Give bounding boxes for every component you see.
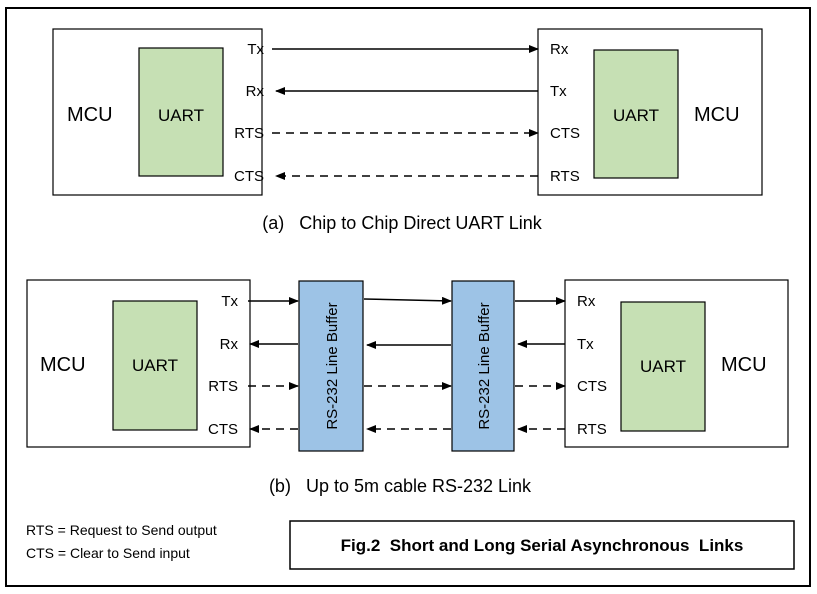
pin-label-right-b-rts: RTS: [577, 421, 607, 438]
pin-label-right-a-cts: CTS: [550, 125, 580, 142]
pin-label-right-b-cts: CTS: [577, 378, 607, 395]
rs232-buffer-right-label: RS-232 Line Buffer: [476, 302, 493, 429]
uart-label-left-a: UART: [158, 106, 204, 125]
pin-label-left-b-rts: RTS: [208, 378, 238, 395]
mcu-label-left-b: MCU: [40, 354, 86, 376]
rs232-buffer-right: [451, 280, 515, 452]
pin-label-right-b-tx: Tx: [577, 336, 594, 353]
caption-b: (b) Up to 5m cable RS-232 Link: [269, 476, 532, 496]
pin-label-right-a-rx: Rx: [550, 41, 569, 58]
diagram-b: MCU UART Tx Rx RTS CTS RS-232 Line Buffe…: [26, 279, 789, 496]
mcu-label-right-b: MCU: [721, 354, 767, 376]
pin-label-right-b-rx: Rx: [577, 293, 596, 310]
mcu-label-left-a: MCU: [67, 104, 113, 126]
uart-box-right-a: [593, 49, 679, 179]
cable-tx: [363, 296, 452, 305]
pin-label-right-a-rts: RTS: [550, 168, 580, 185]
uart-label-right-b: UART: [640, 357, 686, 376]
rs232-buffer-left: [298, 280, 364, 452]
uart-label-left-b: UART: [132, 356, 178, 375]
uart-box-right-b: [620, 301, 706, 432]
uart-box-left-a: [138, 47, 224, 177]
pin-label-left-b-rx: Rx: [220, 336, 239, 353]
pin-label-left-a-cts: CTS: [234, 168, 264, 185]
caption-a: (a) Chip to Chip Direct UART Link: [262, 213, 542, 233]
uart-label-right-a: UART: [613, 106, 659, 125]
mcu-label-right-a: MCU: [694, 104, 740, 126]
figure-title-box: [289, 520, 795, 570]
diagram-a: MCU UART Tx Rx RTS CTS UART MCU Rx Tx CT…: [52, 28, 763, 233]
figure-title: Fig.2 Short and Long Serial Asynchronous…: [341, 536, 744, 555]
pin-label-right-a-tx: Tx: [550, 83, 567, 100]
legend-rts: RTS = Request to Send output: [26, 522, 217, 538]
legend-cts: CTS = Clear to Send input: [26, 545, 190, 561]
pin-label-left-b-tx: Tx: [221, 293, 238, 310]
pin-label-left-a-tx: Tx: [247, 41, 264, 58]
pin-label-left-a-rx: Rx: [246, 83, 265, 100]
rs232-buffer-left-label: RS-232 Line Buffer: [324, 302, 341, 429]
outer-frame: [5, 7, 811, 587]
uart-box-left-b: [112, 300, 198, 431]
pin-label-left-b-cts: CTS: [208, 421, 238, 438]
pin-label-left-a-rts: RTS: [234, 125, 264, 142]
